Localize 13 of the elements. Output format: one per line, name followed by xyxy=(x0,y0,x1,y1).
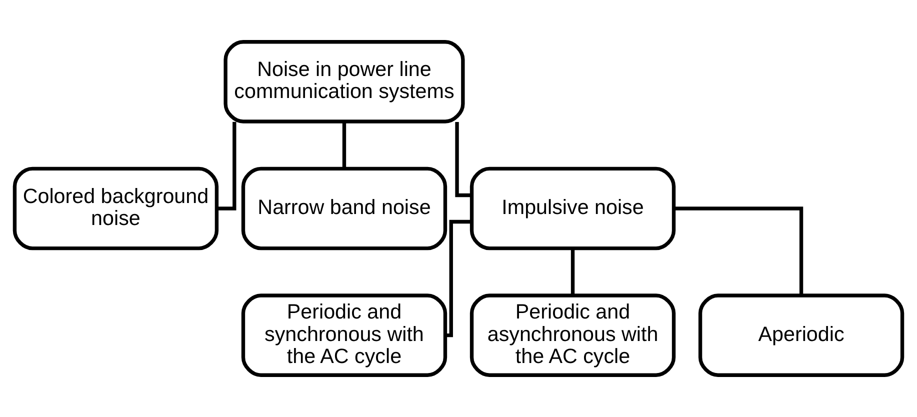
connector xyxy=(445,220,472,338)
node-box: Colored background noise xyxy=(12,166,219,250)
node-box: Impulsive noise xyxy=(470,166,676,250)
connector xyxy=(570,248,575,296)
node-box: Noise in power line communication systems xyxy=(224,40,465,124)
connector xyxy=(674,206,804,296)
connector xyxy=(216,122,236,210)
node-box: Aperiodic xyxy=(698,294,904,377)
node-box: Periodic and asynchronous with the AC cycle xyxy=(470,294,676,377)
connector xyxy=(342,122,346,169)
node-box: Narrow band noise xyxy=(241,166,448,250)
node-box: Periodic and synchronous with the AC cycle xyxy=(241,294,448,377)
connector xyxy=(455,122,472,198)
